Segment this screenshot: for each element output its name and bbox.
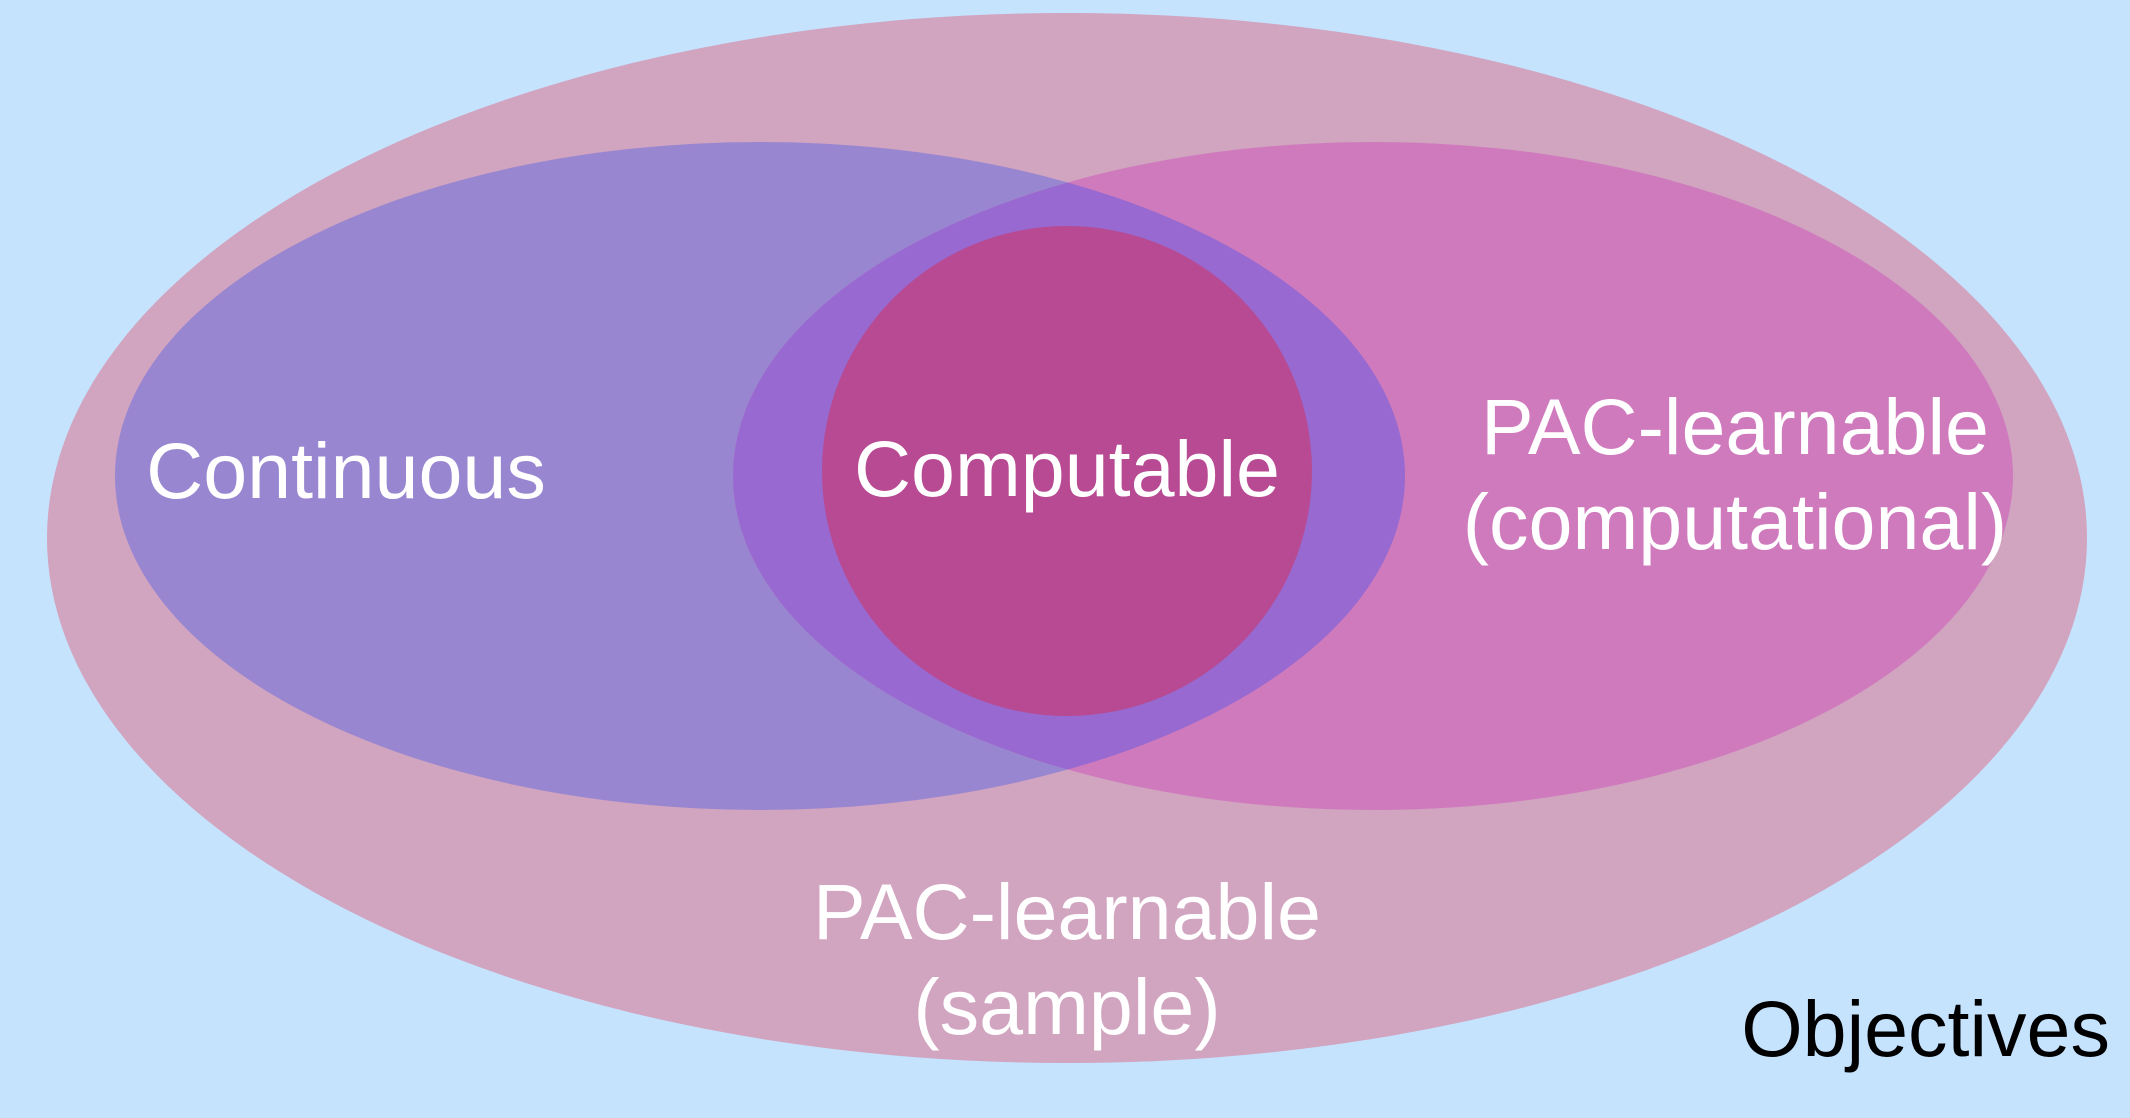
- pac-sample-label-line2: (sample): [913, 962, 1220, 1051]
- computable-label: Computable: [854, 424, 1280, 513]
- continuous-label: Continuous: [146, 426, 546, 515]
- pac-sample-label-line1: PAC-learnable: [813, 867, 1321, 956]
- pac-computational-label-line2: (computational): [1463, 477, 2007, 566]
- objectives-label: Objectives: [1741, 984, 2110, 1073]
- computable-region: [822, 226, 1312, 716]
- pac-computational-label-line1: PAC-learnable: [1481, 382, 1989, 471]
